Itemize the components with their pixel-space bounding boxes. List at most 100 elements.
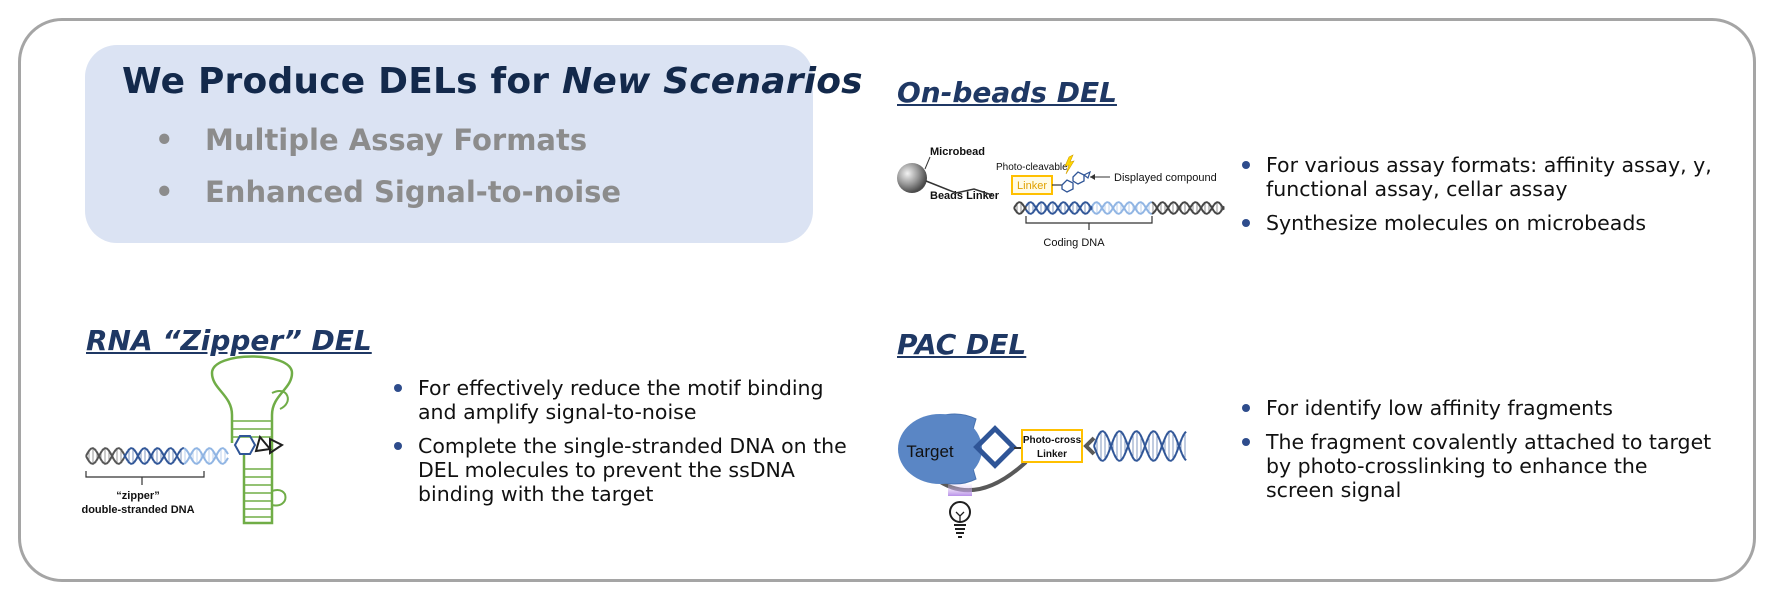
beads-linker-line [925,180,993,196]
helix-strand-segment [1141,437,1145,444]
hero-bullet: Enhanced Signal-to-noise [155,175,621,227]
helix-strand-segment [1217,211,1221,215]
helix-strand-segment [165,459,169,464]
hero-bullet-list: Multiple Assay Formats Enhanced Signal-t… [155,123,621,227]
on-beads-diagram: Microbead Beads Linker Photo-cleavable L… [897,146,1225,249]
helix-strand-segment [165,448,169,453]
helix-strand-segment [1197,202,1201,207]
helix-strand-segment [1113,433,1117,439]
helix-strand-segment [93,460,97,465]
molecule-hexagon-icon [233,435,257,455]
helix-strand-segment [1143,442,1147,450]
photo-cross-linker-box [1021,429,1083,463]
helix-strand-segment [205,460,209,465]
helix-strand-segment [1201,202,1205,207]
helix-strand-segment [105,447,109,451]
helix-strand-segment [89,461,93,465]
helix-strand-segment [1197,209,1201,214]
helix-strand-segment [197,447,201,452]
helix-strand-segment [89,447,93,451]
helix-strand-segment [1177,205,1181,211]
helix-strand-segment [1049,201,1053,205]
helix-strand-segment [97,453,101,459]
helix-strand-segment [1109,442,1113,450]
helix-strand-segment [1145,448,1149,455]
helix-strand-segment [145,447,149,452]
helix-strand-segment [1129,211,1133,215]
helix-strand-segment [1045,205,1049,211]
helix-strand-segment [1041,201,1045,205]
helix-strand-segment [1185,210,1189,215]
helix-strand-segment [1177,442,1181,450]
rna-hairpin [210,355,294,525]
helix-strand-segment [145,460,149,465]
zipper-label: “zipper” [116,490,159,502]
rna-zipper-bullet: Complete the single-stranded DNA on the … [392,434,847,506]
hero-title-prefix: We Produce DELs for [122,61,562,102]
helix-strand-segment [1173,211,1177,215]
helix-strand-segment [1153,209,1157,214]
helix-strand-segment [1169,201,1173,206]
helix-strand-segment [1133,458,1137,462]
helix-strand-segment [1137,457,1141,462]
pac-crosslink-arc [934,460,1028,493]
helix-strand-segment [1109,202,1113,207]
helix-strand-segment [1199,205,1203,211]
fragment-diamond-icon [973,425,1017,469]
helix-strand-segment [1141,448,1145,455]
on-beads-bullet-list: For various assay formats: affinity assa… [1240,153,1720,245]
helix-strand-segment [1217,201,1221,205]
helix-strand-segment [1057,204,1061,209]
microbead-sphere [897,163,927,193]
helix-strand-segment [1173,433,1177,439]
coding-dna-helix [1013,201,1225,215]
helix-strand-segment [1173,453,1177,459]
helix-strand-segment [1149,430,1153,435]
helix-strand-segment [1069,209,1073,214]
helix-strand-segment [1121,207,1125,212]
helix-strand-segment [1181,453,1185,459]
helix-strand-segment [1213,201,1217,206]
helix-strand-segment [1101,204,1105,209]
helix-strand-segment [1157,451,1161,457]
helix-strand-segment [1181,201,1185,205]
helix-strand-segment [1069,202,1073,207]
light-bulb-icon [949,501,971,523]
helix-strand-segment [1105,453,1109,459]
helix-strand-segment [1169,210,1173,215]
rna-zipper-bullet: For effectively reduce the motif binding… [392,376,847,424]
hero-title-emphasis: New Scenarios [562,61,863,102]
helix-strand-segment [1209,207,1213,212]
target-label: Target [906,442,954,461]
helix-strand-segment [197,460,201,465]
helix-strand-segment [1025,202,1029,207]
pac-bullet: The fragment covalently attached to targ… [1240,430,1720,502]
rna-side-loop [271,489,287,507]
helix-strand-segment [217,459,221,464]
helix-strand-segment [121,457,125,462]
helix-strand-segment [125,450,129,455]
helix-strand-segment [1137,211,1141,215]
compound-ring-icon [1072,171,1085,185]
helix-strand-segment [105,461,109,465]
helix-strand-segment [85,455,89,461]
helix-strand-segment [1053,201,1057,206]
pac-linker-label: Linker [1037,449,1067,460]
helix-strand-segment [1141,201,1145,206]
helix-strand-segment [153,460,157,465]
helix-strand-segment [1125,445,1129,452]
helix-strand-segment [101,447,105,452]
helix-strand-segment [1169,430,1173,433]
helix-strand-segment [157,447,161,451]
displayed-compound-label: Displayed compound [1114,172,1217,184]
helix-strand-segment [113,459,117,464]
hero-title: We Produce DELs for New Scenarios [122,61,863,102]
helix-strand-segment [109,455,113,461]
pac-bullet: For identify low affinity fragments [1240,396,1720,420]
helix-strand-segment [1077,207,1081,212]
helix-strand-segment [225,450,229,455]
helix-strand-segment [1025,209,1029,214]
helix-strand-segment [185,459,189,464]
helix-strand-segment [1013,204,1017,209]
helix-strand-segment [1113,453,1117,459]
